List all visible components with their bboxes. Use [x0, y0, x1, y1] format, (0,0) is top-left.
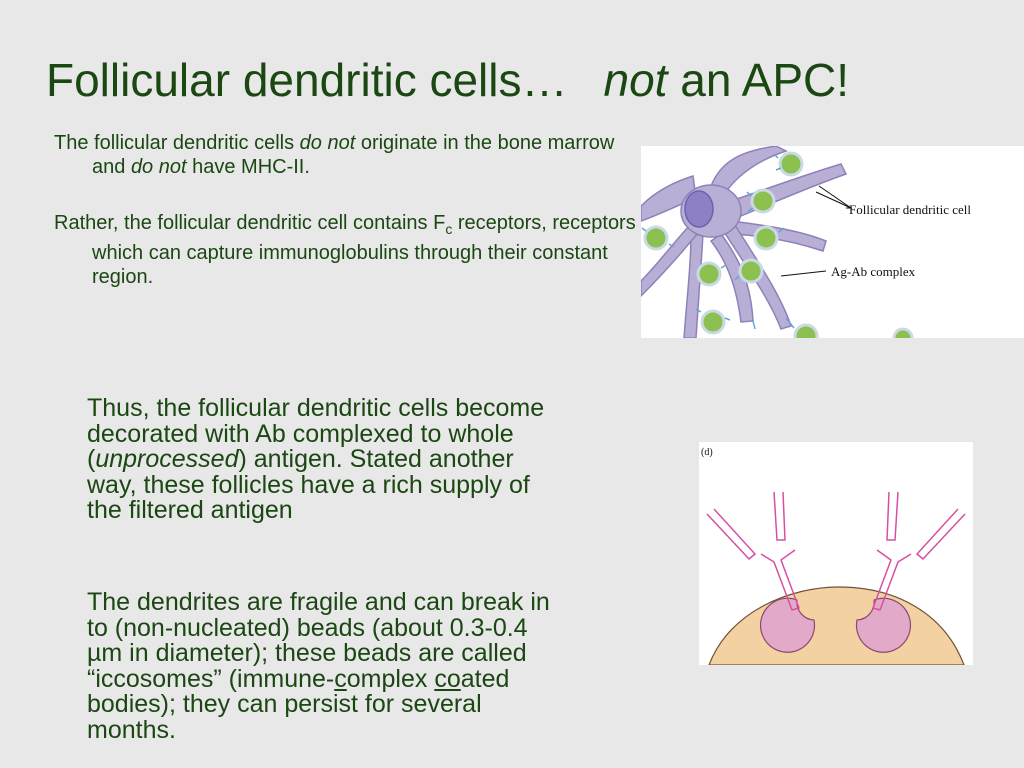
- title-main: Follicular dendritic cells…: [46, 54, 568, 106]
- label-fdc: Follicular dendritic cell: [849, 202, 971, 217]
- para1-emphasis: do not: [299, 132, 356, 154]
- para4-underline: co: [434, 664, 461, 693]
- slide-title: Follicular dendritic cells… not an APC!: [46, 56, 849, 104]
- para1-emphasis: do not: [130, 156, 187, 178]
- para1-text: have MHC-II.: [186, 156, 310, 178]
- paragraph-iccosomes: The dendrites are fragile and can break …: [87, 588, 567, 744]
- paragraph-mhc: The follicular dendritic cells do not or…: [54, 131, 632, 179]
- ag-ab-complex-icons: [643, 151, 914, 338]
- fc-subscript: c: [445, 221, 453, 237]
- para4-underline: c: [334, 664, 347, 693]
- fdc-diagram: Follicular dendritic cell Ag-Ab complex: [641, 146, 1024, 338]
- cell-surface-icon: [708, 586, 965, 665]
- nucleus-icon: [684, 190, 714, 228]
- para2-text: receptors, receptors which can capture i…: [92, 212, 636, 288]
- para4-text: omplex: [346, 664, 435, 693]
- para3-emphasis: unprocessed: [95, 445, 239, 473]
- antibody-icons: [706, 491, 966, 611]
- paragraph-decorated: Thus, the follicular dendritic cells bec…: [87, 394, 567, 524]
- para3-text: ) antigen. Stated another way, these fol…: [87, 445, 530, 524]
- iccosome-diagram: (d): [699, 442, 973, 665]
- title-emphasis: not: [603, 54, 668, 106]
- para3-text: Thus, the follicular dendritic cells bec…: [87, 394, 545, 473]
- title-end: an APC!: [667, 54, 850, 106]
- paragraph-fc-receptors: Rather, the follicular dendritic cell co…: [54, 211, 652, 289]
- para1-text: originate in the bone marrow and: [92, 132, 615, 178]
- panel-label: (d): [701, 447, 713, 458]
- para4-text: The dendrites are fragile and can break …: [87, 588, 550, 693]
- bead-icons: [759, 597, 912, 653]
- para2-text: Rather, the follicular dendritic cell co…: [54, 212, 446, 234]
- para1-text: The follicular dendritic cells: [54, 132, 300, 154]
- para4-text: ated bodies); they can persist for sever…: [87, 664, 510, 744]
- label-ag-ab: Ag-Ab complex: [831, 264, 916, 279]
